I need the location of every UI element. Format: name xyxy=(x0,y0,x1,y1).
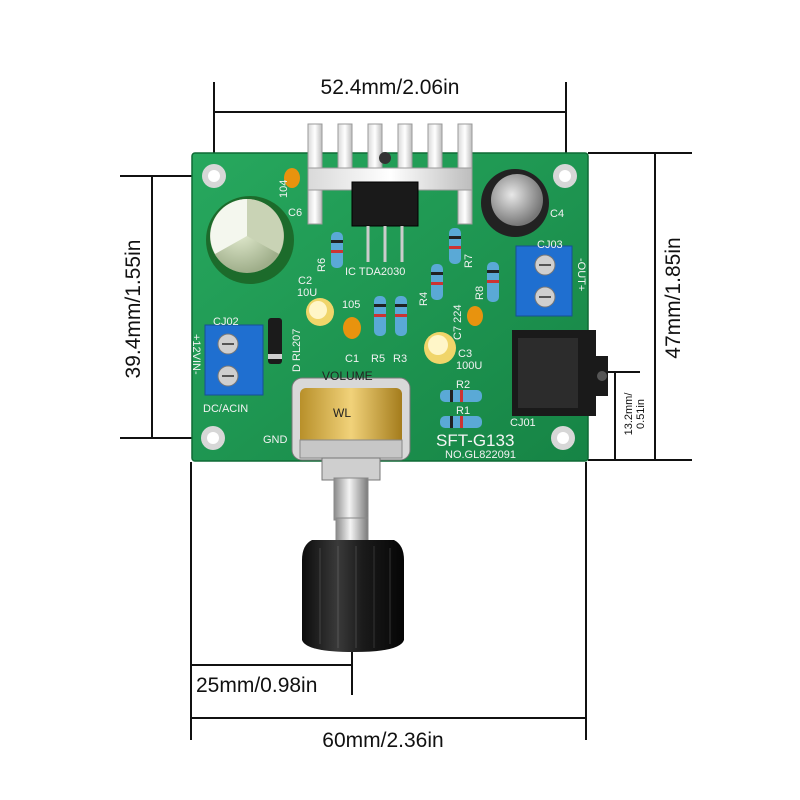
mounting-hole-icon xyxy=(551,426,575,450)
label-r3: R3 xyxy=(393,353,407,365)
resistor-icon xyxy=(440,390,482,402)
label-c6: C6 xyxy=(288,207,302,219)
label-power-in: +12VIN- xyxy=(190,334,202,375)
label-c1: C1 xyxy=(345,353,359,365)
capacitor-icon xyxy=(306,298,334,326)
mounting-hole-icon xyxy=(202,164,226,188)
label-c3: C3 xyxy=(458,348,472,360)
resistor-icon xyxy=(449,228,461,264)
heatsink-icon xyxy=(307,123,473,225)
label-cj02: CJ02 xyxy=(213,316,239,328)
label-c2: C2 xyxy=(298,275,312,287)
label-cj01: CJ01 xyxy=(510,417,536,429)
jack-height-inch-label: 0.51in xyxy=(635,399,647,429)
ceramic-capacitor-icon xyxy=(467,306,483,326)
label-serial: NO.GL822091 xyxy=(445,449,516,461)
bottom-width-label: 60mm/2.36in xyxy=(322,729,443,752)
label-c4: C4 xyxy=(550,208,564,220)
resistor-icon xyxy=(395,296,407,336)
jack-height-label: 13.2mm/ xyxy=(623,392,635,436)
resistor-icon xyxy=(487,262,499,302)
label-c2-val: 10U xyxy=(297,287,317,299)
label-104: 104 xyxy=(278,180,290,198)
label-r7: R7 xyxy=(463,254,475,268)
mounting-hole-icon xyxy=(553,164,577,188)
volume-knob-icon[interactable] xyxy=(302,540,404,652)
resistor-icon xyxy=(431,264,443,300)
dimension-lines xyxy=(120,82,692,740)
label-105: 105 xyxy=(342,299,360,311)
ceramic-capacitor-icon xyxy=(343,317,361,339)
resistor-icon xyxy=(374,296,386,336)
capacitor-icon xyxy=(206,196,294,284)
label-pot-marking: WL xyxy=(333,406,351,420)
potentiometer-shaft-icon xyxy=(321,457,381,547)
mounting-hole-icon xyxy=(201,426,225,450)
label-r2: R2 xyxy=(456,379,470,391)
label-r5: R5 xyxy=(371,353,385,365)
output-terminal-block-icon xyxy=(515,245,573,317)
capacitor-icon xyxy=(481,169,549,237)
label-r4: R4 xyxy=(418,292,430,306)
ic-chip-icon xyxy=(351,152,419,262)
power-terminal-block-icon xyxy=(204,324,264,396)
silkscreen-labels: 104 C6 R6 IC TDA2030 R7 C4 CJ03 -OUT+ C2… xyxy=(190,180,587,461)
label-r1: R1 xyxy=(456,405,470,417)
audio-jack-icon xyxy=(512,330,608,416)
right-height-label: 47mm/1.85in xyxy=(662,237,685,358)
label-model: SFT-G133 xyxy=(436,431,514,450)
label-dc-acin: DC/ACIN xyxy=(203,403,248,415)
capacitor-icon xyxy=(424,332,456,364)
left-height-label: 39.4mm/1.55in xyxy=(122,240,145,379)
resistor-icon xyxy=(440,416,482,428)
label-gnd: GND xyxy=(263,434,288,446)
label-volume: VOLUME xyxy=(322,369,373,383)
diode-icon xyxy=(268,318,282,364)
resistor-icon xyxy=(331,232,343,268)
label-out: -OUT+ xyxy=(575,258,587,291)
label-diode: D RL207 xyxy=(291,329,303,372)
ceramic-capacitor-icon xyxy=(284,168,300,188)
label-c3-val: 100U xyxy=(456,360,482,372)
label-ic: IC TDA2030 xyxy=(345,266,405,278)
label-r6: R6 xyxy=(316,258,328,272)
label-c7: C7 224 xyxy=(452,305,464,340)
volume-potentiometer-icon xyxy=(291,377,411,461)
label-cj03: CJ03 xyxy=(537,239,563,251)
label-r8: R8 xyxy=(474,286,486,300)
shaft-length-label: 25mm/0.98in xyxy=(196,674,317,697)
top-width-label: 52.4mm/2.06in xyxy=(321,76,460,99)
